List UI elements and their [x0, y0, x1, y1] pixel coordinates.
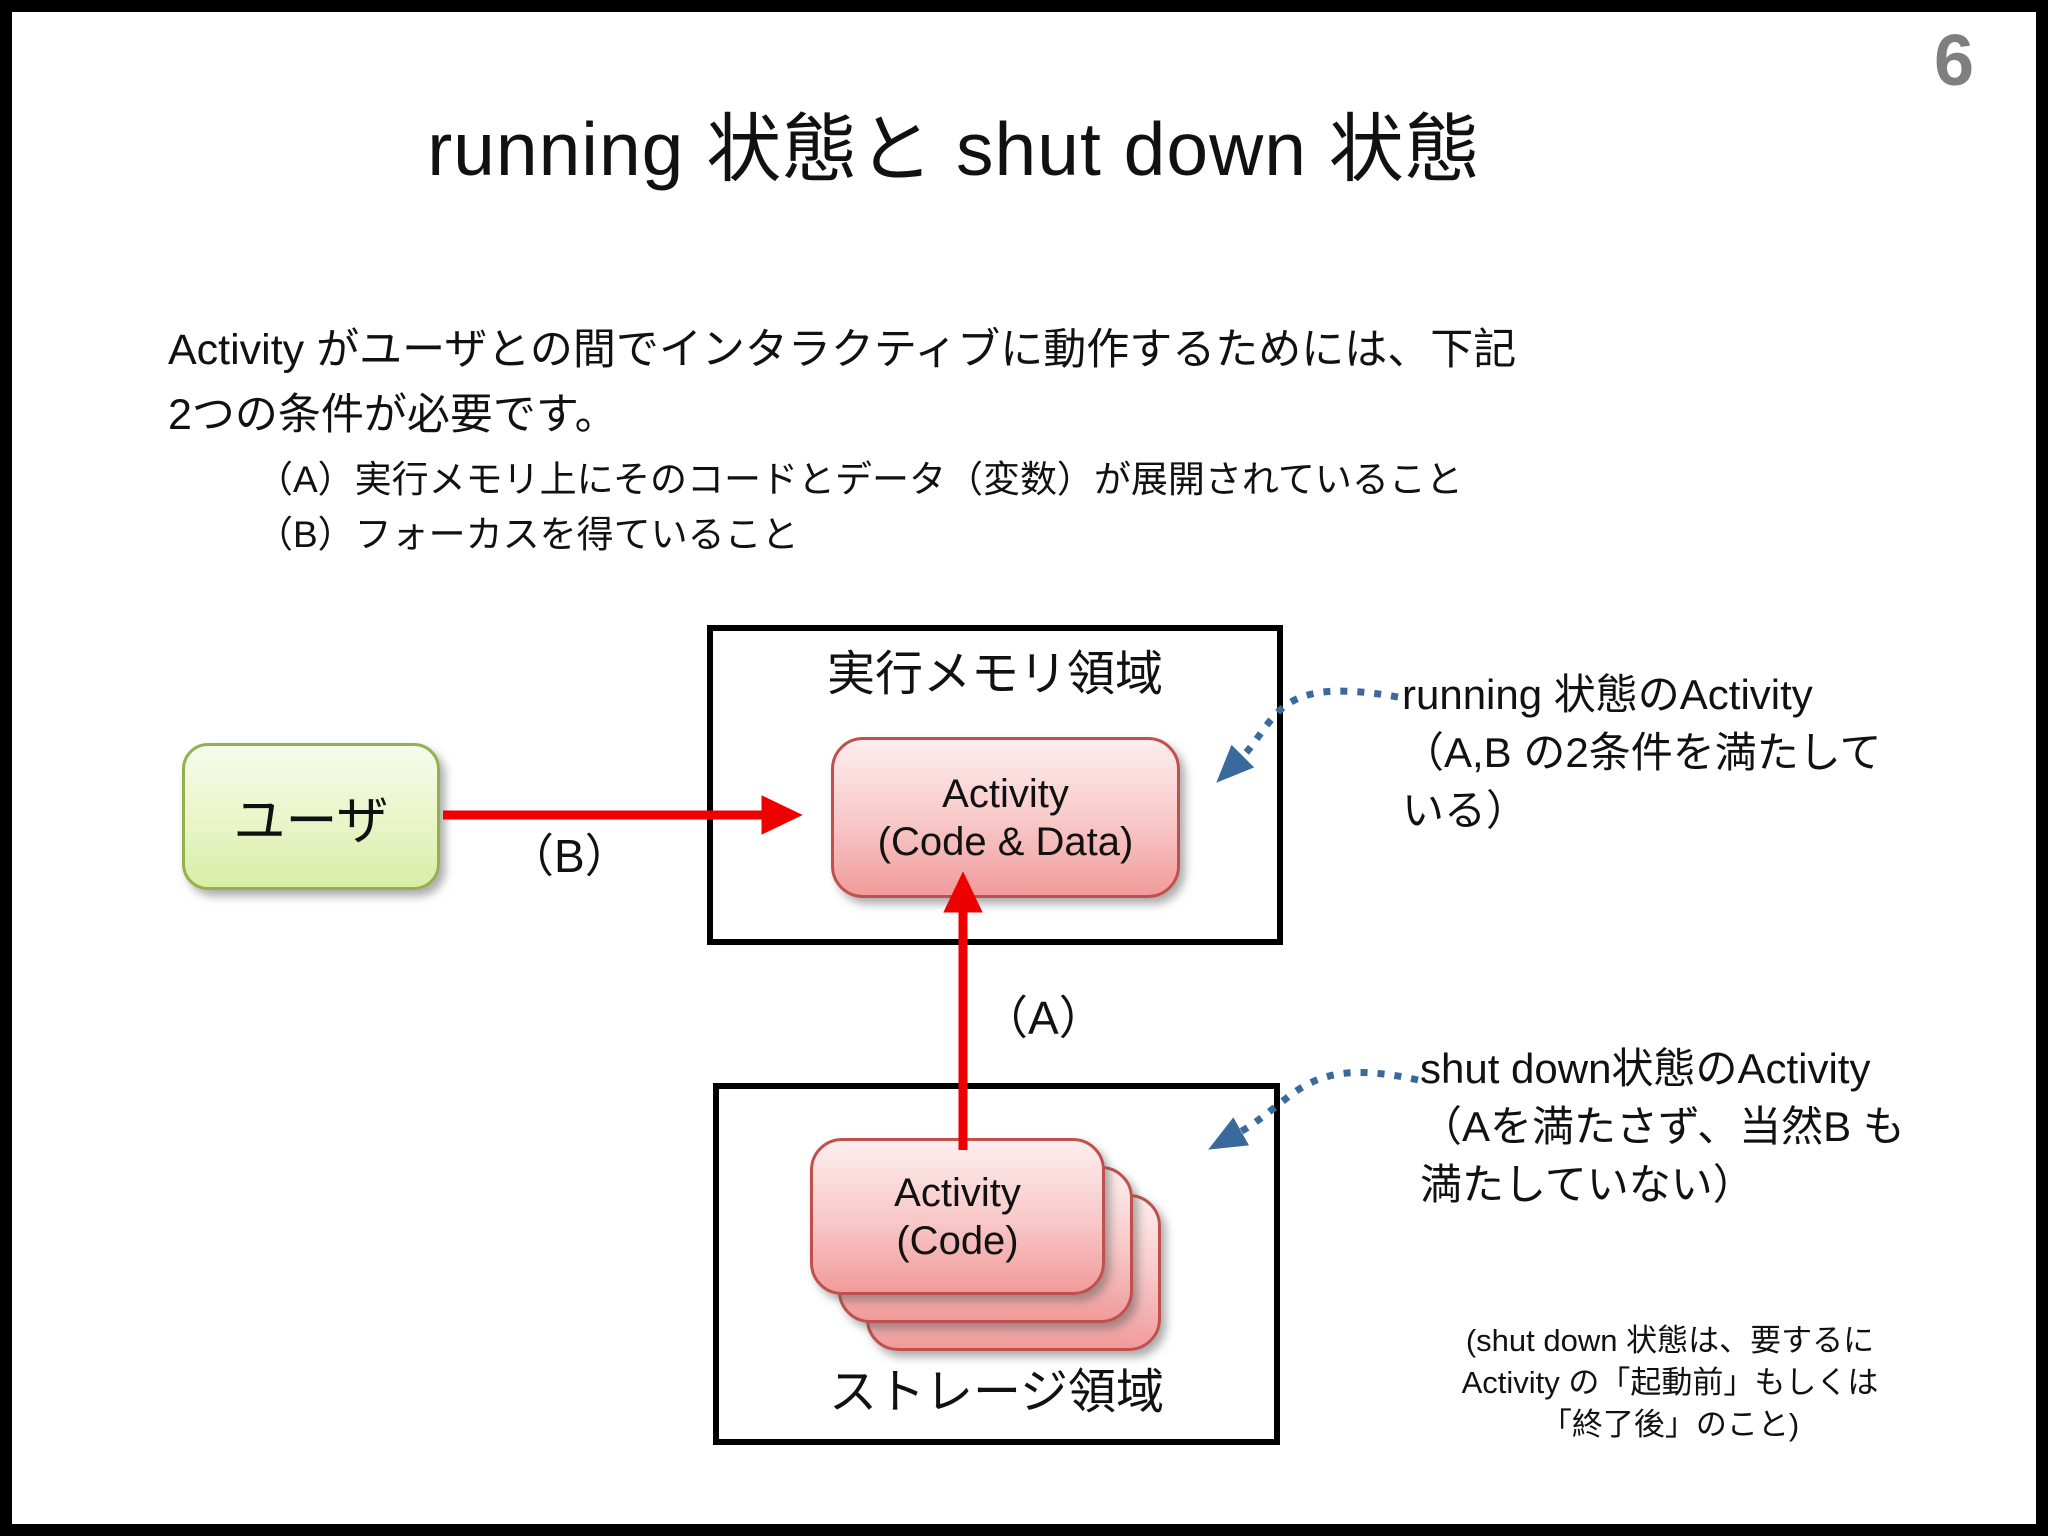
shutdown-footnote-line-2: Activity の「起動前」もしくは — [1461, 1365, 1879, 1400]
activity-code-data-box: Activity (Code & Data) — [831, 737, 1180, 898]
user-label: ユーザ — [233, 793, 389, 851]
arrow-b-label: （B） — [508, 830, 631, 882]
page-number: 6 — [1933, 21, 1974, 101]
slide-title: running 状態と shut down 状態 — [427, 107, 1481, 191]
intro-line-2: 2つの条件が必要です。 — [168, 391, 618, 439]
shutdown-footnote-line-1: (shut down 状態は、要するに — [1465, 1323, 1875, 1358]
shutdown-annotation-line-3: 満たしていない） — [1420, 1161, 1755, 1208]
activity-code-data-name: Activity — [942, 771, 1069, 816]
running-annotation: running 状態のActivity （A,B の2条件を満たして いる） — [1402, 666, 1881, 840]
condition-b: （B）フォーカスを得ていること — [256, 514, 799, 555]
arrow-a-label: （A） — [982, 992, 1105, 1044]
activity-code-box: Activity (Code) — [810, 1138, 1105, 1295]
running-annotation-line-1: running 状態のActivity — [1402, 671, 1813, 718]
intro-paragraph: Activity がユーザとの間でインタラクティブに動作するためには、下記 2つ… — [168, 318, 1516, 448]
shutdown-footnote: (shut down 状態は、要するに Activity の「起動前」もしくは … — [1458, 1320, 1882, 1446]
condition-a: （A）実行メモリ上にそのコードとデータ（変数）が展開されていること — [256, 459, 1463, 500]
intro-line-1: Activity がユーザとの間でインタラクティブに動作するためには、下記 — [168, 326, 1517, 374]
shutdown-annotation-line-2: （Aを満たさず、当然B も — [1420, 1103, 1905, 1150]
shutdown-annotation-line-1: shut down状態のActivity — [1420, 1045, 1871, 1092]
running-annotation-line-3: いる） — [1402, 787, 1529, 834]
condition-list: （A）実行メモリ上にそのコードとデータ（変数）が展開されていること （B）フォー… — [256, 452, 1463, 562]
running-annotation-line-2: （A,B の2条件を満たして — [1402, 729, 1882, 776]
activity-code-detail: (Code) — [896, 1218, 1019, 1263]
storage-area-label: ストレージ領域 — [828, 1366, 1165, 1419]
memory-area-label: 実行メモリ領域 — [826, 648, 1163, 701]
shutdown-annotation: shut down状態のActivity （Aを満たさず、当然B も 満たしてい… — [1420, 1040, 1905, 1214]
user-box: ユーザ — [182, 743, 440, 890]
activity-code-data-detail: (Code & Data) — [877, 819, 1134, 864]
activity-code-name: Activity — [894, 1170, 1021, 1215]
shutdown-footnote-line-3: 「終了後」のこと) — [1540, 1407, 1800, 1442]
